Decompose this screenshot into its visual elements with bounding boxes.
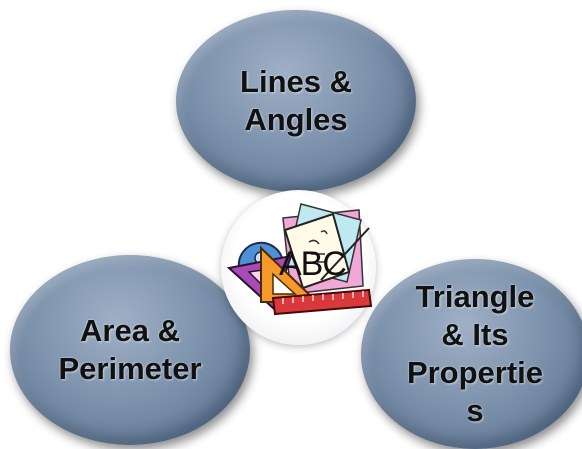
node-label-line-1: Lines &	[240, 64, 352, 99]
node-triangle-properties: Triangle & Its Propertie s	[361, 259, 582, 449]
node-label-line-4: s	[466, 393, 484, 428]
geometry-tools-clipart-icon	[226, 203, 373, 316]
node-label: Lines & Angles	[240, 63, 352, 139]
node-label-line-2: Perimeter	[58, 351, 202, 386]
node-label: Area & Perimeter	[58, 312, 201, 388]
node-label-line-2: Angles	[244, 102, 348, 137]
clipart-text: ABC	[279, 245, 347, 283]
node-label-line-1: Area &	[80, 313, 180, 348]
node-label-line-3: Propertie	[406, 355, 544, 390]
node-area-perimeter: Area & Perimeter	[10, 255, 250, 445]
node-label-line-2: & Its	[441, 317, 509, 352]
node-label-line-1: Triangle	[415, 279, 535, 314]
center-hub: ABC	[221, 190, 376, 345]
node-label: Triangle & Its Propertie s	[407, 278, 543, 430]
node-lines-angles: Lines & Angles	[176, 10, 416, 192]
